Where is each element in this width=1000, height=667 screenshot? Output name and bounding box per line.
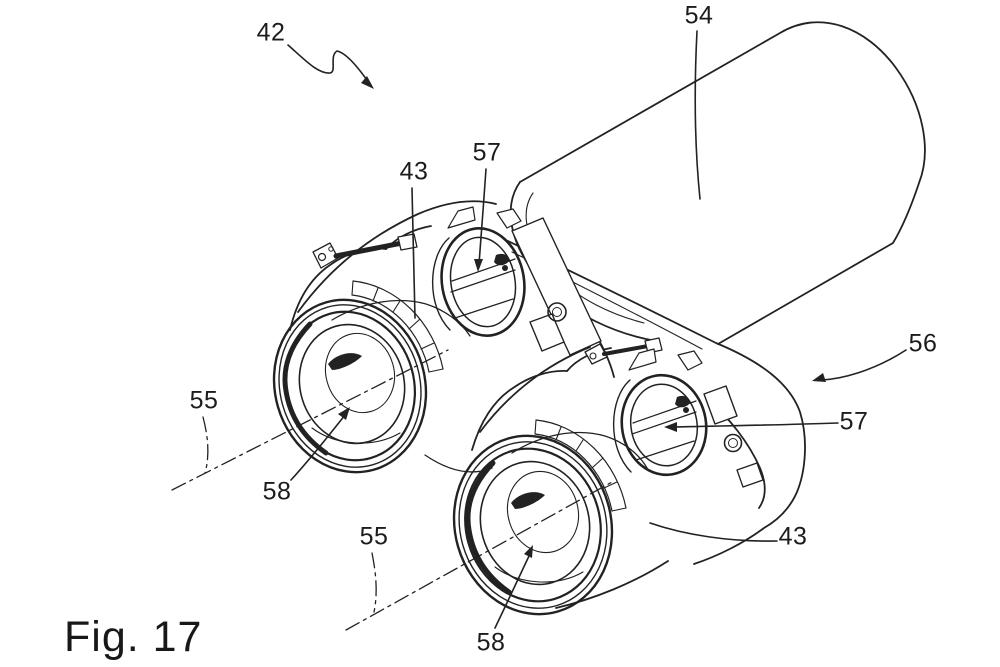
arrowhead-58-left	[338, 407, 350, 420]
leader-43-lower	[649, 522, 778, 542]
leader-54	[694, 30, 701, 200]
arrowhead-58-lower	[524, 545, 533, 558]
ref-label-42: 42	[256, 18, 286, 47]
ref-label-57-top: 57	[472, 138, 502, 167]
ref-label-55-left: 55	[189, 386, 219, 415]
throttle-port-lower-drawing	[613, 348, 708, 477]
leader-lines	[171, 30, 907, 631]
leader-57-right	[664, 422, 839, 432]
axis-line-upper	[171, 349, 449, 491]
ref-label-58-left: 58	[262, 477, 292, 506]
ref-label-58-lower: 58	[476, 628, 506, 657]
arrowhead-42	[361, 76, 374, 89]
leader-58-lower	[494, 545, 533, 629]
arrowhead-57-top	[474, 259, 483, 272]
leader-56	[812, 349, 907, 382]
axis-line-lower	[345, 481, 613, 631]
ref-label-43-lower: 43	[778, 522, 808, 551]
arrowhead-57-right	[664, 422, 677, 432]
ref-label-43-top: 43	[399, 157, 429, 186]
ref-label-54: 54	[684, 1, 714, 30]
leader-57-top	[474, 168, 487, 272]
arrowhead-56	[812, 373, 826, 382]
leader-42	[287, 44, 374, 89]
figure-caption: Fig. 17	[64, 613, 203, 661]
leader-43-top	[411, 187, 416, 319]
ref-label-56: 56	[908, 329, 938, 358]
air-inlet-ring-lower-drawing	[452, 434, 614, 616]
ref-label-55-lower: 55	[359, 522, 389, 551]
throttle-body-2-drawing	[471, 337, 766, 609]
throttle-body-1-drawing	[289, 200, 615, 473]
ref-label-57-right: 57	[839, 407, 869, 436]
leader-58-left	[290, 407, 350, 481]
throttle-port-upper-drawing	[432, 206, 526, 337]
air-inlet-ring-upper-drawing	[272, 298, 428, 474]
